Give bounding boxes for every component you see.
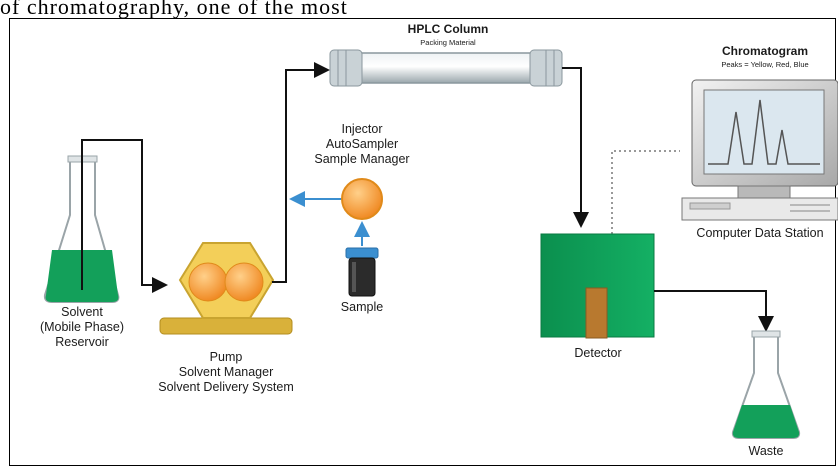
detector-label: Detector (574, 346, 622, 360)
sample-vial (345, 247, 379, 297)
injector (341, 178, 383, 220)
column-subtitle: Packing Material (420, 38, 476, 47)
chromatogram-trace (708, 99, 820, 165)
hplc-column (329, 49, 563, 87)
chromatogram-title: Chromatogram (721, 44, 808, 58)
injector-label-1: Injector (341, 122, 383, 136)
computer-station (681, 79, 838, 221)
pump-label-3: Solvent Delivery System (158, 380, 294, 394)
solvent-label-2: (Mobile Phase) (39, 320, 125, 334)
signal-cable (611, 150, 680, 234)
tube-column-to-detector (562, 67, 589, 228)
solvent-label-3: Reservoir (55, 335, 109, 349)
sample-label: Sample (340, 300, 384, 314)
pump-label-1: Pump (209, 350, 243, 364)
injector-label-2: AutoSampler (325, 137, 399, 151)
solvent-label-1: Solvent (61, 305, 103, 319)
waste-flask (731, 330, 801, 439)
caption-text: of chromatography, one of the most (0, 0, 348, 19)
pump (159, 242, 293, 335)
column-title: HPLC Column (407, 22, 489, 36)
pump-label-2: Solvent Manager (178, 365, 274, 379)
tube-pump-to-column (272, 62, 330, 283)
injector-label-3: Sample Manager (314, 152, 410, 166)
chromatogram-subtitle: Peaks = Yellow, Red, Blue (721, 60, 809, 69)
detector (540, 233, 655, 339)
waste-label: Waste (748, 444, 784, 458)
diagram-frame (9, 18, 836, 466)
tube-flask-to-pump (81, 139, 168, 293)
tube-detector-to-waste (654, 290, 774, 332)
computer-label: Computer Data Station (696, 226, 824, 240)
